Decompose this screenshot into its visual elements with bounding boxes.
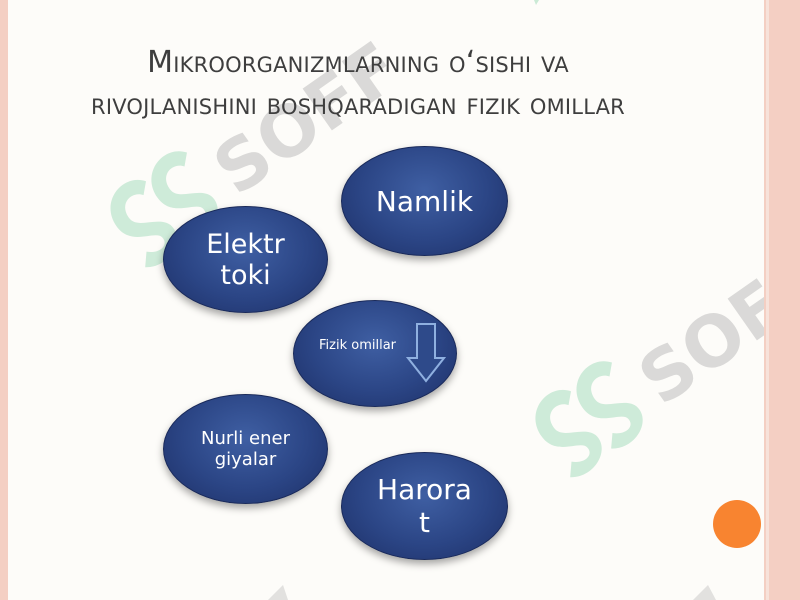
orange-circle-icon [713, 500, 761, 548]
watermark-logo-bottom [238, 580, 738, 600]
watermark-logo-top [96, 0, 566, 24]
right-border-band [764, 0, 800, 600]
slide-title-line1: Mikroorganizmlarning o‘sishi va [147, 45, 569, 80]
node-center-label: Fizik omillar [319, 338, 397, 353]
node-elektr-label: Elektr toki [206, 228, 285, 291]
slide-title-line2: rivojlanishini boshqaradigan fizik omill… [91, 87, 625, 122]
node-namlik-label: Namlik [375, 184, 474, 218]
node-nurli-energiyalar: Nurli energiyalar [163, 394, 328, 504]
node-harorat-label: Harorat [377, 473, 472, 539]
right-border-line [766, 0, 769, 600]
slide-title: Mikroorganizmlarning o‘sishi va rivojlan… [8, 42, 708, 126]
watermark-soff-right: SOFF [503, 206, 764, 508]
node-elektr-toki: Elektr toki [163, 206, 328, 313]
watermark-text: SOFF [624, 236, 764, 421]
down-arrow-icon [405, 322, 447, 388]
left-border-band [0, 0, 8, 600]
node-namlik: Namlik [341, 146, 508, 256]
slide-canvas: SOFF SOFF Mikroorganizmlarning o‘sishi v… [8, 0, 764, 600]
node-harorat: Harorat [341, 452, 508, 560]
node-nurli-label: Nurli energiyalar [201, 428, 290, 470]
